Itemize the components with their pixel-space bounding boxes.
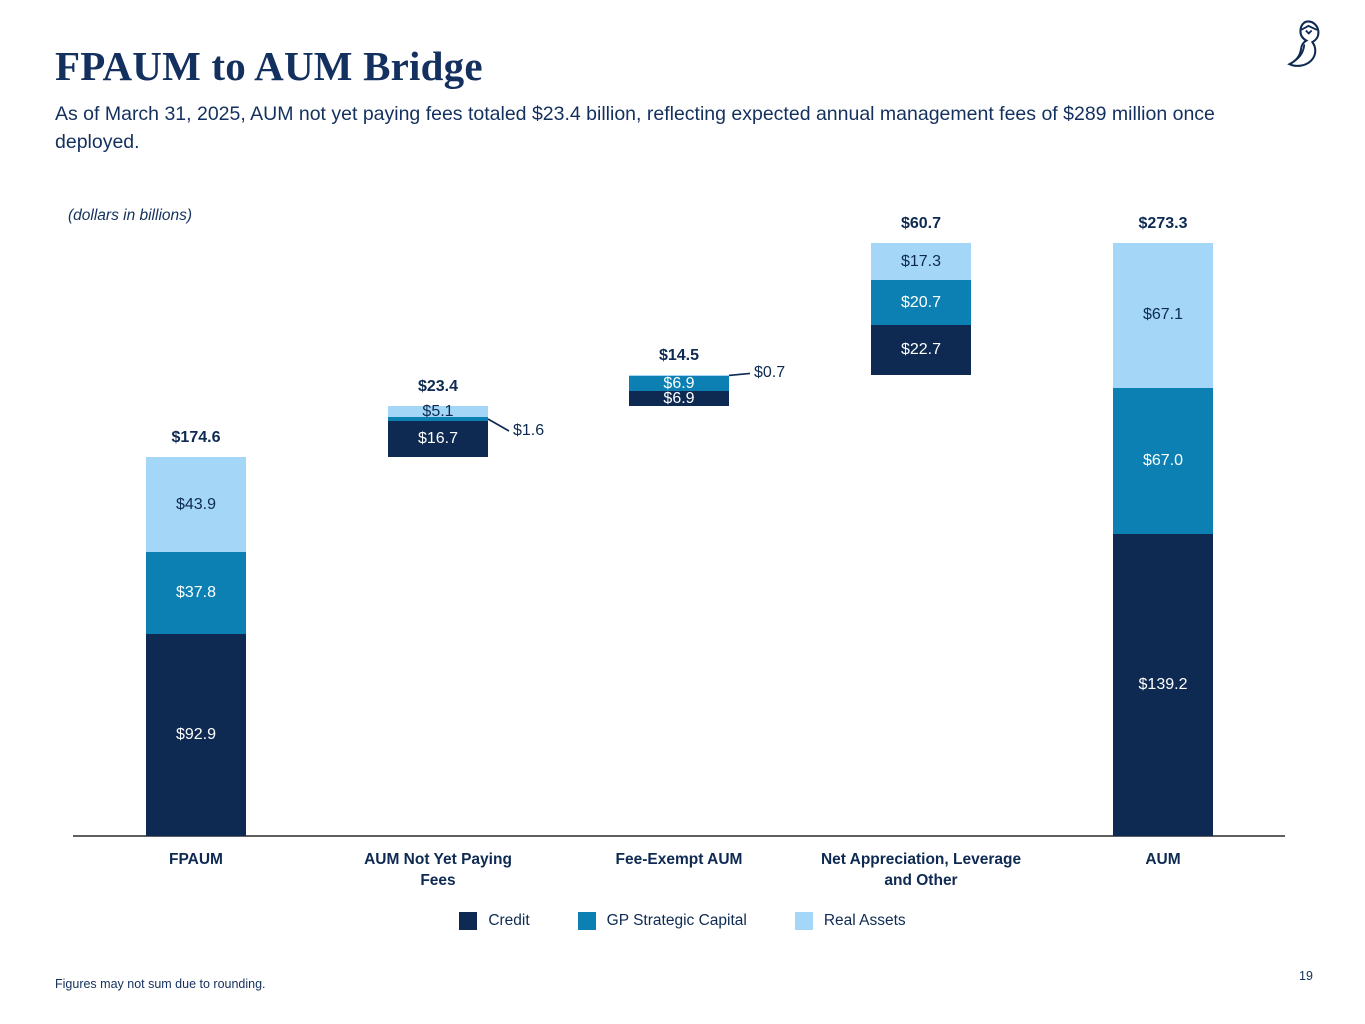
segment-credit-aum: $139.2 (1113, 533, 1213, 836)
segment-value-label: $139.2 (1138, 675, 1188, 693)
chart-legend: Credit GP Strategic Capital Real Assets (0, 912, 1365, 930)
x-axis-label-aum: AUM (1145, 851, 1181, 868)
segment-gp-net-appreciation-leverage-and-other: $20.7 (871, 280, 971, 326)
segment-value-label: $43.9 (175, 495, 217, 513)
segment-credit-net-appreciation-leverage-and-other: $22.7 (871, 325, 971, 375)
legend-item-real-assets: Real Assets (794, 912, 906, 930)
gp-strategic-capital-swatch-icon (577, 912, 596, 930)
callout-line (728, 372, 751, 377)
page-number: 19 (1299, 969, 1313, 983)
segment-credit-aum-not-yet-paying-fees: $16.7 (388, 420, 488, 457)
segment-real-aum-not-yet-paying-fees: $5.1 (388, 403, 488, 420)
segment-value-label: $16.7 (417, 429, 459, 447)
segment-real-aum: $67.1 (1113, 242, 1213, 389)
callout-line (487, 418, 510, 432)
segment-value-label: $67.1 (1142, 306, 1184, 324)
segment-credit-fpaum: $92.9 (146, 634, 246, 836)
bar-total-label: $174.6 (171, 428, 221, 446)
segment-value-label: $6.9 (663, 389, 695, 407)
segment-gp-aum: $67.0 (1113, 388, 1213, 534)
page-title: FPAUM to AUM Bridge (55, 43, 483, 89)
segment-value-label: $20.7 (900, 293, 942, 311)
callout-value-label: $1.6 (513, 421, 545, 439)
callout-value-label: $0.7 (754, 364, 786, 382)
segment-gp-fpaum: $37.8 (146, 552, 246, 635)
segment-value-label: $92.9 (175, 726, 217, 744)
bar-total-label: $23.4 (417, 378, 459, 396)
legend-label: Credit (488, 912, 530, 929)
segment-value-label: $67.0 (1142, 452, 1184, 470)
legend-label: GP Strategic Capital (606, 912, 747, 929)
segment-value-label: $5.1 (422, 402, 454, 420)
segment-gp-fee-exempt-aum: $6.9 (629, 374, 729, 392)
bar-total-label: $273.3 (1138, 214, 1188, 232)
segment-credit-fee-exempt-aum: $6.9 (629, 389, 729, 407)
segment-gp-aum-not-yet-paying-fees (388, 417, 488, 421)
segment-value-label: $22.7 (900, 341, 942, 359)
credit-swatch-icon (459, 912, 478, 930)
footnote: Figures may not sum due to rounding. (55, 977, 266, 991)
x-axis-label-fpaum: FPAUM (169, 851, 223, 868)
legend-item-credit: Credit (459, 912, 530, 930)
segment-real-fee-exempt-aum (629, 374, 729, 377)
real-assets-swatch-icon (794, 912, 813, 930)
legend-label: Real Assets (823, 912, 906, 929)
bar-total-label: $60.7 (900, 214, 942, 232)
x-axis-line (73, 835, 1285, 837)
page-subtitle: As of March 31, 2025, AUM not yet paying… (55, 103, 1215, 153)
x-axis-label-fee-exempt-aum: Fee-Exempt AUM (615, 851, 743, 868)
segment-value-label: $17.3 (900, 252, 942, 270)
legend-item-gp-strategic-capital: GP Strategic Capital (577, 912, 747, 930)
segment-value-label: $37.8 (175, 584, 217, 602)
segment-real-fpaum: $43.9 (146, 456, 246, 553)
segment-value-label: $6.9 (663, 374, 695, 392)
bar-total-label: $14.5 (658, 346, 700, 364)
segment-real-net-appreciation-leverage-and-other: $17.3 (871, 242, 971, 281)
units-note: (dollars in billions) (68, 207, 193, 224)
owl-icon (1283, 18, 1321, 68)
